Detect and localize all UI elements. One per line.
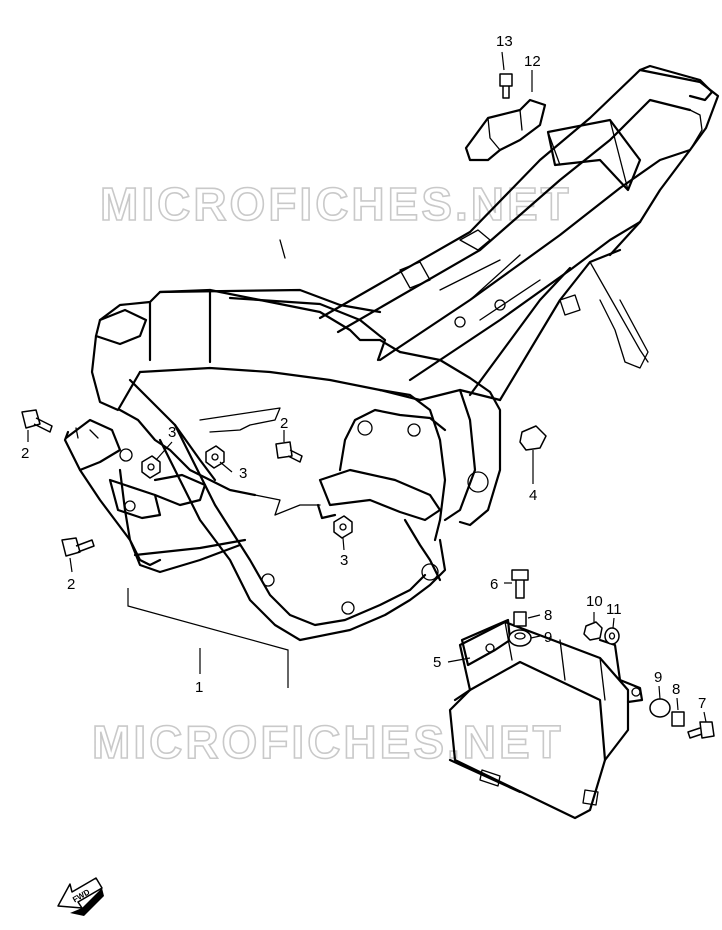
callout-3-center: 3 [239, 465, 247, 482]
callout-10: 10 [586, 593, 603, 610]
callout-8-right: 8 [672, 681, 680, 698]
callout-5: 5 [433, 654, 441, 671]
leaders [27, 51, 707, 723]
callout-11: 11 [606, 601, 622, 618]
callout-2-upper-left: 2 [21, 445, 29, 462]
battery-holder-drawing [448, 618, 644, 820]
fasteners [21, 73, 715, 739]
callout-2-center: 2 [280, 415, 288, 432]
callout-3-lower: 3 [340, 552, 348, 569]
callout-7: 7 [698, 695, 706, 712]
callout-6: 6 [490, 576, 498, 593]
callout-4: 4 [529, 487, 537, 504]
callout-3-left: 3 [168, 424, 176, 441]
callout-13: 13 [496, 33, 513, 50]
callout-8-upper: 8 [544, 607, 552, 624]
callout-2-lower-left: 2 [67, 576, 75, 593]
fwd-arrow-icon: FWD [57, 877, 104, 916]
callout-12: 12 [524, 53, 541, 70]
callout-9-upper: 9 [544, 629, 552, 646]
callout-1: 1 [195, 679, 203, 696]
callout-9-right: 9 [654, 669, 662, 686]
watermark-top: MICROFICHES.NET [100, 178, 572, 230]
frame-drawing [63, 64, 720, 642]
watermark-bottom: MICROFICHES.NET [92, 716, 564, 768]
watermark: MICROFICHES.NET MICROFICHES.NET [91, 177, 572, 769]
frame-callout-box [127, 588, 289, 688]
callouts: 13 12 2 2 2 3 3 3 4 1 6 8 9 10 11 5 9 8 … [21, 33, 706, 712]
